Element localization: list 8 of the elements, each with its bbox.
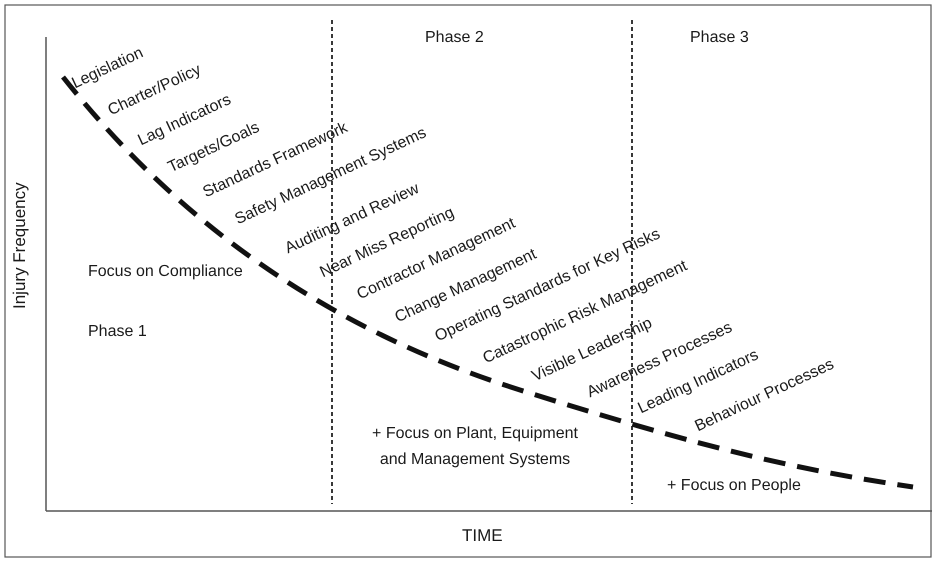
axis-title: TIME [462, 527, 503, 545]
phase-focus-text: + Focus on People [667, 477, 801, 495]
axis-title: Injury Frequency [11, 185, 29, 309]
phase-heading: Phase 2 [425, 29, 484, 47]
phase-focus-text: + Focus on Plant, Equipment and Management Systems [371, 424, 579, 470]
phase-focus-text: Focus on Compliance [88, 263, 243, 281]
phase-heading: Phase 1 [88, 323, 147, 341]
phase-heading: Phase 3 [690, 29, 749, 47]
